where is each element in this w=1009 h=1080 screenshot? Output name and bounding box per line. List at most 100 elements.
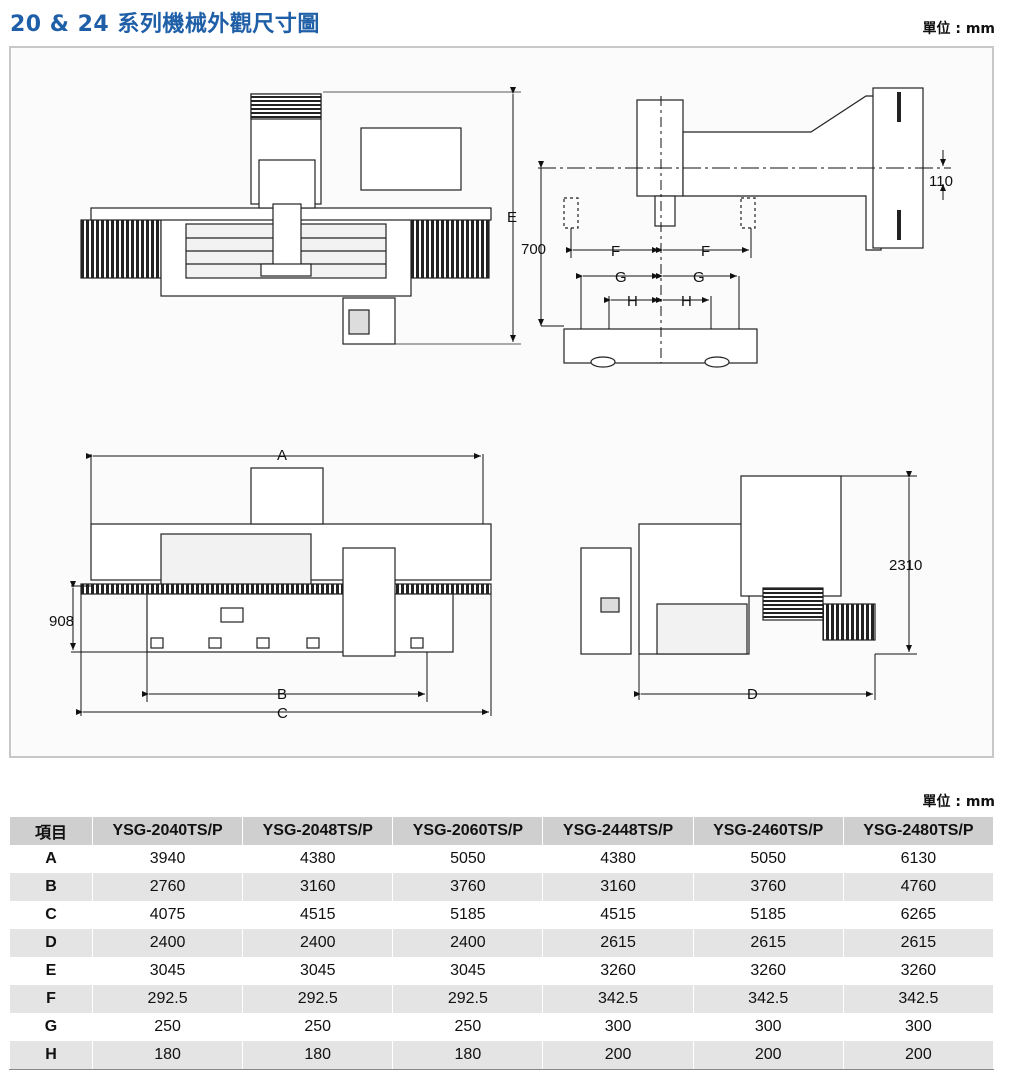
table-cell: 292.5 (242, 985, 394, 1013)
table-cell: 3260 (842, 957, 995, 985)
table-cell: 342.5 (842, 985, 995, 1013)
table-cell: 3260 (692, 957, 844, 985)
table-cell: 292.5 (392, 985, 544, 1013)
table-cell: 4515 (242, 901, 394, 929)
table-cell: 200 (842, 1041, 995, 1070)
table-row: F 292.5 292.5 292.5 342.5 342.5 342.5 (9, 985, 995, 1013)
machine-drawing: E (49, 87, 953, 722)
table-row: H 180 180 180 200 200 200 (9, 1041, 995, 1070)
side-view-spindle (563, 87, 924, 368)
table-cell: 300 (692, 1013, 844, 1041)
table-cell: 4380 (542, 845, 694, 873)
table-cell: 180 (91, 1041, 244, 1070)
table-row: B 2760 3160 3760 3160 3760 4760 (9, 873, 995, 901)
unit-label-table: 單位 : mm (922, 794, 995, 810)
front-bellows (80, 583, 492, 595)
table-cell: 3760 (692, 873, 844, 901)
front-column (342, 547, 396, 657)
table-header-row: 項目 YSG-2040TS/P YSG-2048TS/P YSG-2060TS/… (9, 817, 995, 845)
dim-label-b: B (277, 686, 287, 703)
table-cell: 4515 (542, 901, 694, 929)
table-cell: 250 (242, 1013, 394, 1041)
column-header: YSG-2448TS/P (542, 817, 694, 845)
table-cell: 300 (542, 1013, 694, 1041)
table-cell: 180 (392, 1041, 544, 1070)
dim-label-c: C (277, 705, 288, 722)
column-header: 項目 (9, 817, 93, 845)
dim-label-h-right: H (681, 293, 692, 310)
table-cell: 4760 (842, 873, 995, 901)
table-row: E 3045 3045 3045 3260 3260 3260 (9, 957, 995, 985)
front-base (146, 593, 454, 653)
table-cell: 2760 (91, 873, 244, 901)
top-view (80, 91, 521, 345)
column-header: YSG-2060TS/P (392, 817, 544, 845)
table-cell: 4075 (91, 901, 244, 929)
left-bellows (80, 219, 162, 279)
dim-label-700: 700 (521, 241, 546, 258)
table-cell: 2615 (692, 929, 844, 957)
column-header: YSG-2048TS/P (242, 817, 394, 845)
dim-label-f-right: F (701, 243, 710, 260)
table-cell: 5185 (692, 901, 844, 929)
table-cell: 250 (91, 1013, 244, 1041)
dim-label-g-right: G (693, 269, 705, 286)
table-cell: 5185 (392, 901, 544, 929)
table-cell: 3045 (242, 957, 394, 985)
table-cell: 2615 (842, 929, 995, 957)
dim-label-d: D (747, 686, 758, 703)
table-row: C 4075 4515 5185 4515 5185 6265 (9, 901, 995, 929)
electrical-cabinet-top (360, 127, 462, 191)
table-cell: 2400 (392, 929, 544, 957)
dim-label-e: E (507, 209, 517, 226)
table-cell: 3160 (542, 873, 694, 901)
table-cell: 180 (242, 1041, 394, 1070)
front-view (80, 467, 492, 657)
dim-label-h-left: H (627, 293, 638, 310)
table-row: D 2400 2400 2400 2615 2615 2615 (9, 929, 995, 957)
row-item-label: F (9, 985, 93, 1013)
column-header: YSG-2480TS/P (842, 817, 995, 845)
table-cell: 3260 (542, 957, 694, 985)
table-cell: 3940 (91, 845, 244, 873)
table-cell: 2400 (91, 929, 244, 957)
table-cell: 342.5 (542, 985, 694, 1013)
dim-label-110: 110 (929, 173, 953, 190)
table-cell: 3160 (242, 873, 394, 901)
table-cell: 200 (542, 1041, 694, 1070)
dim-label-f-left: F (611, 243, 620, 260)
table-cell: 5050 (692, 845, 844, 873)
table-cell: 292.5 (91, 985, 244, 1013)
table-cell: 342.5 (692, 985, 844, 1013)
row-item-label: C (9, 901, 93, 929)
row-item-label: B (9, 873, 93, 901)
row-item-label: D (9, 929, 93, 957)
dimension-spec-table: 項目 YSG-2040TS/P YSG-2048TS/P YSG-2060TS/… (9, 817, 995, 1070)
unit-label-top: 單位 : mm (922, 21, 995, 37)
table-cell: 3045 (91, 957, 244, 985)
table-cell: 2400 (242, 929, 394, 957)
dim-label-g-left: G (615, 269, 627, 286)
table-cell: 300 (842, 1013, 995, 1041)
row-item-label: H (9, 1041, 93, 1070)
table-cell: 4380 (242, 845, 394, 873)
row-item-label: A (9, 845, 93, 873)
right-bellows (410, 219, 490, 279)
table-cell: 200 (692, 1041, 844, 1070)
row-item-label: G (9, 1013, 93, 1041)
row-item-label: E (9, 957, 93, 985)
column-header: YSG-2040TS/P (91, 817, 244, 845)
dim-label-908: 908 (49, 613, 74, 630)
column-header: YSG-2460TS/P (692, 817, 844, 845)
machine-drawing-panel: E (9, 46, 994, 758)
table-cell: 6130 (842, 845, 995, 873)
table-cell: 3760 (392, 873, 544, 901)
table-row: G 250 250 250 300 300 300 (9, 1013, 995, 1041)
dim-label-a: A (277, 447, 287, 464)
page-title: 20 & 24 系列機械外觀尺寸圖 (10, 12, 320, 37)
table-cell: 5050 (392, 845, 544, 873)
dim-label-2310: 2310 (889, 557, 922, 574)
table-row: A 3940 4380 5050 4380 5050 6130 (9, 845, 995, 873)
end-view (580, 475, 876, 655)
table-cell: 6265 (842, 901, 995, 929)
